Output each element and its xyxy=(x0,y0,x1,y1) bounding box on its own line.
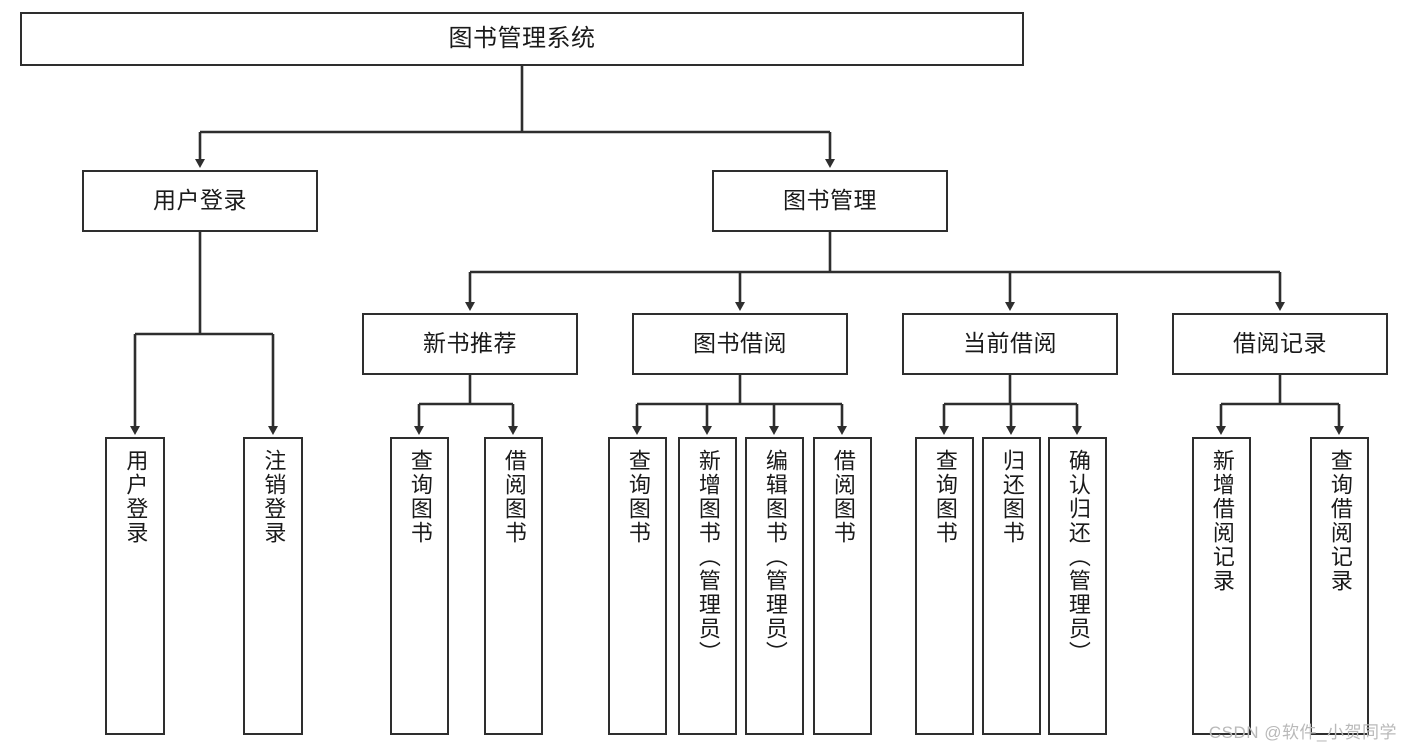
node-label: 归还图书 xyxy=(999,449,1025,545)
leaf-recommend-borrow-book[interactable]: 借阅图书 xyxy=(484,437,543,735)
node-label: 新书推荐 xyxy=(423,330,517,357)
node-label: 图书管理 xyxy=(783,187,877,214)
node-label: 借阅记录 xyxy=(1233,330,1327,357)
node-label: 查询图书 xyxy=(932,449,958,545)
node-label: 当前借阅 xyxy=(963,330,1057,357)
node-book-borrow[interactable]: 图书借阅 xyxy=(632,313,848,375)
leaf-borrow-borrow-book[interactable]: 借阅图书 xyxy=(813,437,872,735)
leaf-borrow-query-book[interactable]: 查询图书 xyxy=(608,437,667,735)
node-label: 查询图书 xyxy=(407,449,433,545)
leaf-borrow-edit-book-admin[interactable]: 编辑图书（管理员） xyxy=(745,437,804,735)
node-label: 查询借阅记录 xyxy=(1327,449,1353,593)
node-label: 用户登录 xyxy=(123,449,149,545)
node-label: 借阅图书 xyxy=(830,449,856,545)
leaf-record-query-borrow-record[interactable]: 查询借阅记录 xyxy=(1310,437,1369,735)
node-label: 编辑图书（管理员） xyxy=(762,449,788,665)
node-borrow-record[interactable]: 借阅记录 xyxy=(1172,313,1388,375)
node-label: 用户登录 xyxy=(153,187,247,214)
node-label: 借阅图书 xyxy=(501,449,527,545)
node-book-management[interactable]: 图书管理 xyxy=(712,170,948,232)
leaf-borrow-add-book-admin[interactable]: 新增图书（管理员） xyxy=(678,437,737,735)
csdn-watermark: CSDN @软件_小贺同学 xyxy=(1208,723,1397,742)
leaf-record-add-borrow-record[interactable]: 新增借阅记录 xyxy=(1192,437,1251,735)
node-root-book-management-system[interactable]: 图书管理系统 xyxy=(20,12,1024,66)
node-label: 新增借阅记录 xyxy=(1209,449,1235,593)
leaf-current-query-book[interactable]: 查询图书 xyxy=(915,437,974,735)
node-current-borrow[interactable]: 当前借阅 xyxy=(902,313,1118,375)
node-label: 注销登录 xyxy=(261,449,287,545)
leaf-current-confirm-return-admin[interactable]: 确认归还（管理员） xyxy=(1048,437,1107,735)
leaf-recommend-query-book[interactable]: 查询图书 xyxy=(390,437,449,735)
node-new-book-recommend[interactable]: 新书推荐 xyxy=(362,313,578,375)
leaf-user-login[interactable]: 用户登录 xyxy=(105,437,165,735)
node-label: 图书借阅 xyxy=(693,330,787,357)
leaf-current-return-book[interactable]: 归还图书 xyxy=(982,437,1041,735)
node-label: 图书管理系统 xyxy=(448,24,596,52)
leaf-user-logout[interactable]: 注销登录 xyxy=(243,437,303,735)
node-label: 新增图书（管理员） xyxy=(695,449,721,665)
node-label: 查询图书 xyxy=(625,449,651,545)
node-label: 确认归还（管理员） xyxy=(1065,449,1091,665)
node-user-login[interactable]: 用户登录 xyxy=(82,170,318,232)
